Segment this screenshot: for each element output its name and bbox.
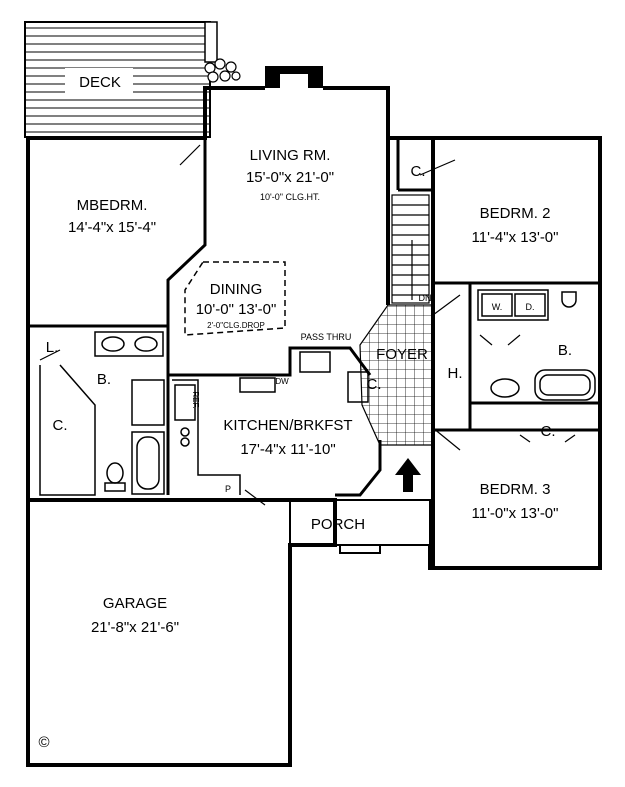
- closet-label-hall: C.: [541, 423, 556, 440]
- living-room-ceiling-note: 10'-0" CLG.HT.: [260, 192, 320, 202]
- copyright-symbol: ©: [38, 734, 49, 751]
- laundry: [477, 289, 549, 321]
- pantry-label: P: [225, 484, 231, 494]
- porch-label: PORCH: [311, 516, 365, 533]
- washer-label: W.: [492, 302, 503, 312]
- dining-ceiling-note: 2'-0"CLG.DROP: [207, 321, 265, 330]
- stair-down-label: DN: [419, 293, 432, 303]
- interior-walls: [28, 138, 600, 497]
- bedroom-2-size: 11'-4"x 13'-0": [472, 229, 559, 246]
- pass-thru-label: PASS THRU: [301, 332, 352, 342]
- dishwasher-label: DW: [275, 377, 289, 386]
- door-swings: [39, 144, 576, 506]
- bedroom-3-label: BEDRM. 3: [480, 481, 551, 498]
- living-room-label: LIVING RM.: [250, 147, 331, 164]
- master-bath-label: B.: [97, 371, 111, 388]
- porch: [289, 499, 431, 554]
- dining-size: 10'-0" 13'-0": [196, 301, 277, 318]
- closet-label-mbath: C.: [53, 417, 68, 434]
- kitchen-counters: [172, 351, 369, 495]
- deck: [24, 21, 218, 138]
- closet-label-foyer: C.: [367, 376, 382, 393]
- master-bath-fixtures: [39, 331, 165, 496]
- kitchen-size: 17'-4"x 11'-10": [240, 441, 335, 458]
- refrigerator-label: REF.: [191, 391, 200, 408]
- living-room-size: 15'-0"x 21'-0": [246, 169, 334, 186]
- bedroom-2-label: BEDRM. 2: [480, 205, 551, 222]
- hall-label: H.: [448, 365, 463, 382]
- dining-label: DINING: [210, 281, 263, 298]
- shrub-cluster: [204, 58, 241, 83]
- deck-label: DECK: [79, 74, 121, 91]
- garage-label: GARAGE: [103, 595, 167, 612]
- closet-label-bedrm2: C.: [411, 163, 426, 180]
- bedroom-3-size: 11'-0"x 13'-0": [472, 505, 559, 522]
- stairs: [391, 194, 430, 304]
- fireplace: [265, 66, 323, 88]
- foyer-tile: [359, 304, 434, 446]
- hall-bath-label: B.: [558, 342, 572, 359]
- kitchen-label: KITCHEN/BRKFST: [223, 417, 352, 434]
- garage-size: 21'-8"x 21'-6": [91, 619, 179, 636]
- foyer-label: FOYER: [376, 346, 428, 363]
- linen-closet-label: L.: [46, 339, 59, 356]
- master-bedroom-size: 14'-4"x 15'-4": [68, 219, 156, 236]
- hall-bath-fixtures: [490, 291, 596, 401]
- entry-arrow-icon: [395, 458, 421, 492]
- dryer-label: D.: [526, 302, 535, 312]
- master-bedroom-label: MBEDRM.: [77, 197, 148, 214]
